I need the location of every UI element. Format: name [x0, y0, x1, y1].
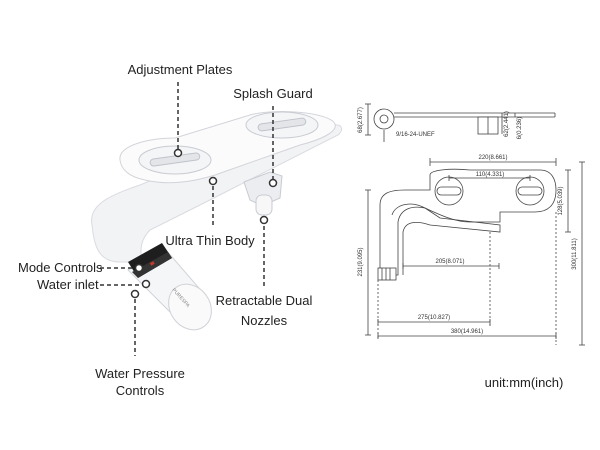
bidet-attachment-illustration: PURESPA: [91, 111, 343, 331]
dim-side-base: 6(0.236): [517, 117, 523, 139]
dim-side-nozzle: 62(2.441): [504, 111, 510, 137]
callout-splash-guard: Splash Guard: [233, 86, 313, 101]
callout-mode-controls: Mode Controls: [18, 260, 103, 275]
callout-adjustment-plates: Adjustment Plates: [128, 62, 233, 77]
marker-dot: [130, 289, 140, 299]
dim-total-300: 300(11.811): [572, 238, 578, 269]
marker-dot: [259, 215, 269, 225]
control-knob: PURESPA: [127, 243, 212, 331]
marker-dot: [134, 263, 144, 273]
unit-label: unit:mm(inch): [485, 375, 564, 390]
callout-retractable-line1: Retractable Dual: [216, 293, 313, 308]
dim-side-height: 68(2.677): [358, 107, 364, 133]
dim-side-thread: 9/16-24-UNEF: [396, 132, 435, 138]
callout-water-inlet: Water inlet: [37, 277, 99, 292]
marker-dot: [268, 178, 278, 188]
marker-dot: [173, 148, 183, 158]
dim-top-128: 128(5.039): [558, 186, 564, 215]
top-view-drawing: [365, 158, 585, 346]
dim-depth-231: 231(9.095): [358, 247, 364, 276]
dim-top-110: 110(4.331): [476, 172, 505, 178]
marker-dot: [208, 176, 218, 186]
callout-ultra-thin-body: Ultra Thin Body: [165, 233, 255, 248]
callout-water-pressure-line1: Water Pressure: [95, 366, 185, 381]
dim-inner-205: 205(8.071): [435, 259, 464, 265]
dim-top-220: 220(8.661): [478, 155, 507, 161]
dim-length-275: 275(10.827): [418, 315, 450, 321]
dim-length-380: 380(14.961): [451, 329, 483, 335]
marker-dot: [141, 279, 151, 289]
callout-water-pressure-line2: Controls: [116, 383, 165, 398]
side-view-drawing: [365, 103, 556, 142]
callouts: Adjustment Plates Splash Guard Ultra Thi…: [18, 62, 313, 398]
callout-retractable-line2: Nozzles: [241, 313, 288, 328]
